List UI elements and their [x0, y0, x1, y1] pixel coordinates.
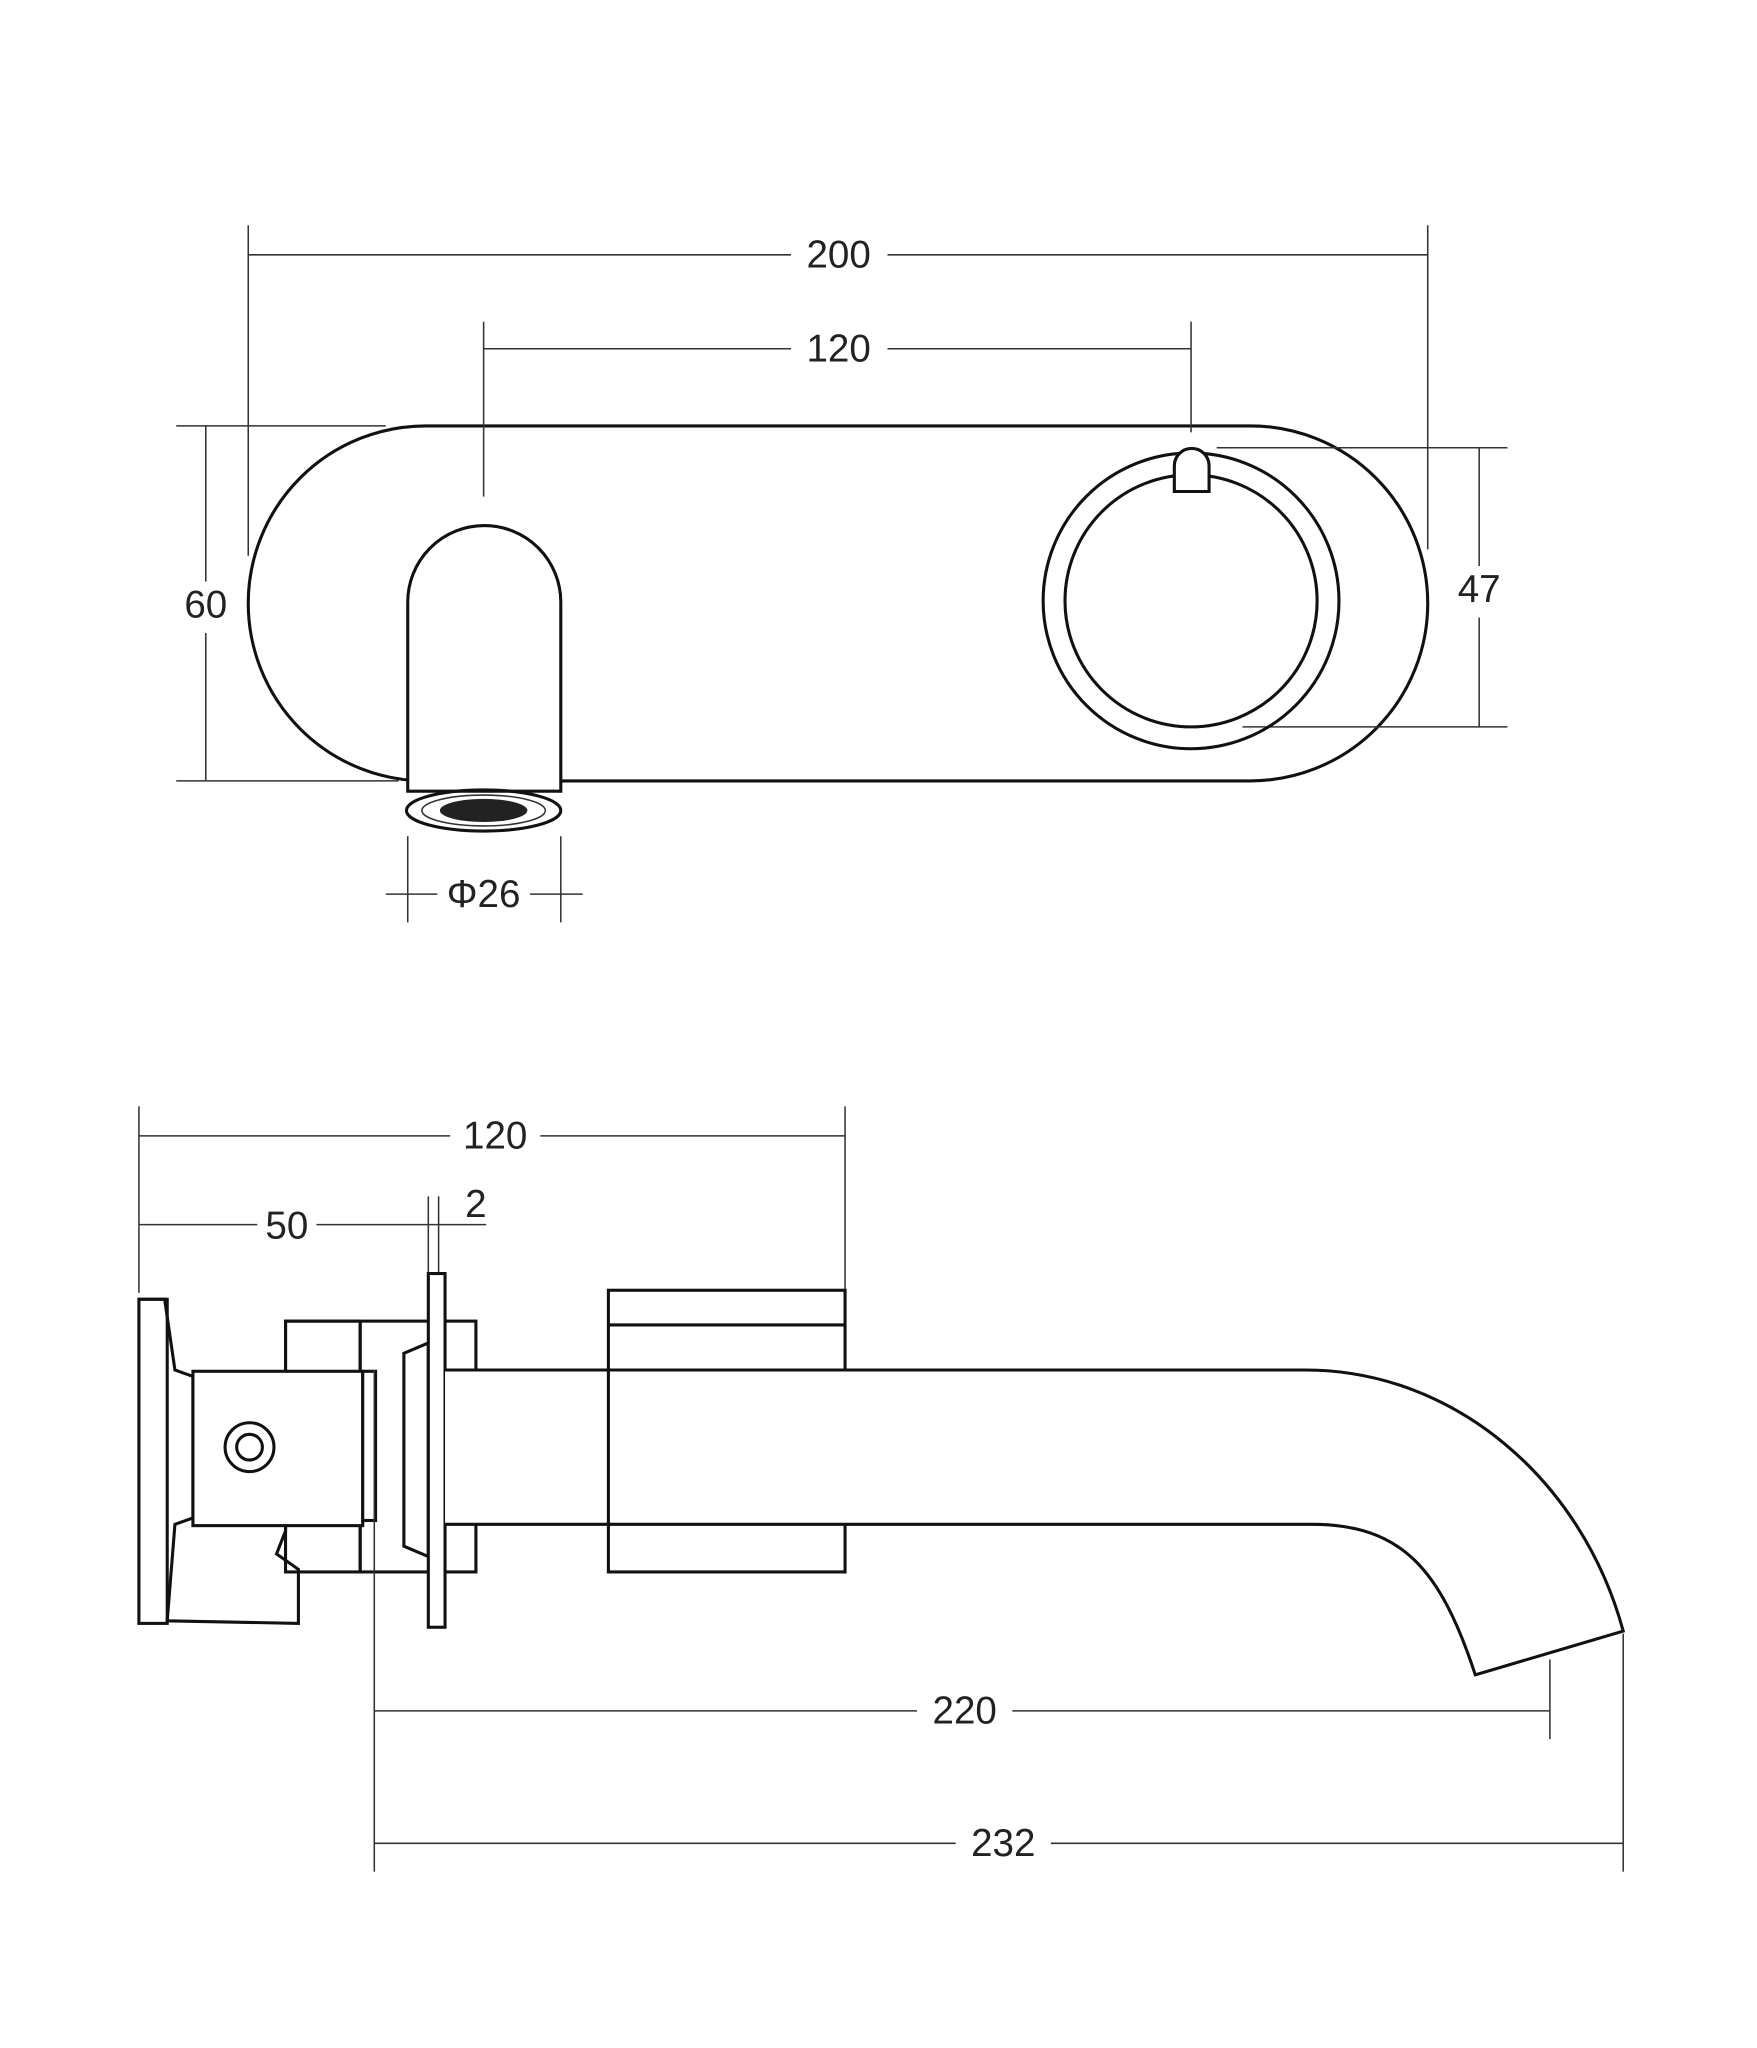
dim-label: 120	[806, 327, 870, 370]
spout-side	[445, 1368, 1626, 1677]
valve-body	[137, 1271, 478, 1629]
dim-spout-outlet: 220	[373, 1369, 1551, 1872]
dim-label: 232	[971, 1822, 1035, 1865]
dim-label: 120	[463, 1115, 527, 1158]
dim-overall-width: 200	[247, 225, 1429, 556]
dim-centers: 120	[482, 321, 1192, 497]
dim-body-depth: 120	[138, 1106, 846, 1293]
dim-wall-to-flange: 50 2	[138, 1183, 487, 1274]
handle-front	[1041, 446, 1341, 751]
spout-front	[404, 524, 563, 833]
dim-label: Φ26	[447, 873, 521, 916]
side-view: 120 50 2	[137, 1106, 1626, 1872]
dim-label: 60	[184, 583, 227, 626]
dim-label: 50	[265, 1205, 308, 1248]
dim-plate-height: 60	[176, 425, 399, 782]
dim-label: 47	[1458, 568, 1501, 611]
front-view: 200 120 60 47	[176, 225, 1508, 923]
dim-spout-diameter: Φ26	[385, 836, 583, 923]
dim-label: 2	[465, 1183, 486, 1226]
dim-label: 220	[932, 1690, 996, 1733]
dim-handle: 47	[1216, 446, 1508, 728]
dim-spout-overall: 232	[374, 1633, 1625, 1872]
wall-plate	[246, 424, 1430, 783]
dim-label: 200	[806, 234, 870, 277]
